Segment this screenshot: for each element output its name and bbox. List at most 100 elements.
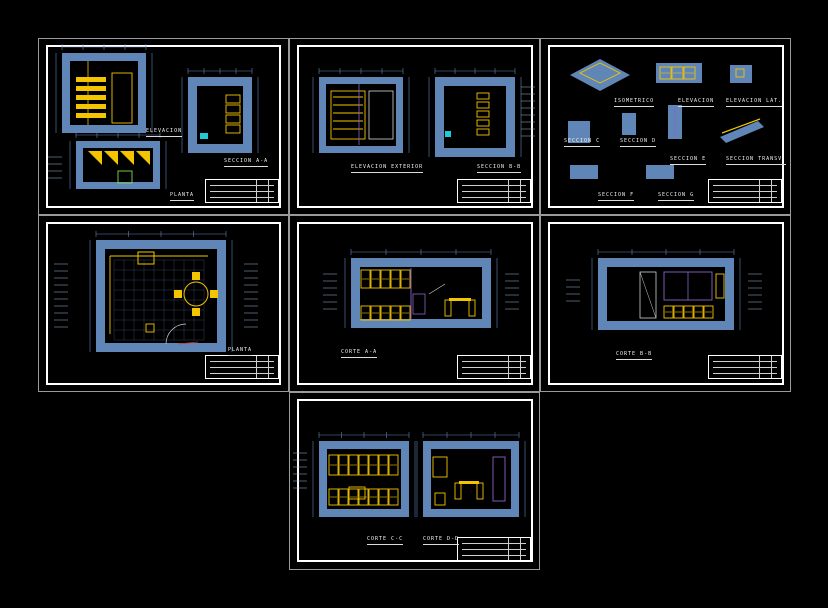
title-block [205, 355, 279, 379]
cabinet [111, 72, 133, 124]
isometric-frame [578, 62, 622, 84]
sink [117, 170, 133, 184]
cabinet [370, 305, 381, 321]
cabinet [434, 492, 446, 506]
drawing-label: ELEVACION [678, 98, 715, 104]
cabinet [378, 454, 389, 476]
cabinet [360, 305, 371, 321]
drawing-label: SECCION TRANSV. [726, 156, 787, 162]
cabinet [390, 305, 401, 321]
wall-outline [188, 77, 252, 153]
wall-outline [598, 258, 734, 330]
chair [454, 482, 462, 500]
cabinet [328, 488, 339, 506]
cabinet [328, 454, 339, 476]
cabinet [693, 305, 704, 319]
drawer [476, 92, 490, 100]
layout-cell [289, 38, 540, 215]
title-block [205, 179, 279, 203]
cabinet [671, 66, 684, 80]
drawing-label: SECCION A-A [224, 158, 269, 164]
cabinet [360, 269, 371, 289]
drawer [225, 104, 241, 114]
chair [476, 482, 484, 500]
drawing-sheet-4[interactable]: PLANTA [46, 222, 281, 385]
door [368, 90, 394, 140]
drawing-label: CORTE B-B [616, 351, 653, 357]
cabinet [400, 305, 411, 321]
label-underline [670, 164, 706, 165]
cabinet [338, 488, 349, 506]
cabinet [358, 488, 369, 506]
drawer [225, 124, 241, 134]
sheet-drawing [48, 44, 259, 189]
cabinet [368, 454, 379, 476]
label-underline [620, 146, 656, 147]
shelf [76, 95, 106, 100]
cabinet [673, 305, 684, 319]
drawing-label: SECCION B-B [477, 164, 522, 170]
label-underline [423, 544, 459, 545]
cabinet [368, 488, 379, 506]
wall-outline [423, 441, 519, 517]
counter-section [104, 151, 118, 165]
label-underline [726, 106, 782, 107]
drawing-label: PLANTA [228, 347, 253, 353]
sheet-drawing [566, 249, 762, 330]
sink [145, 323, 155, 333]
cabinet [358, 454, 369, 476]
door [412, 293, 426, 315]
chair [192, 308, 200, 316]
detail-block [568, 121, 590, 143]
drawer [225, 94, 241, 104]
cabinet [715, 273, 725, 299]
door [492, 456, 506, 502]
sheet-drawing [323, 249, 519, 328]
drawing-sheet-5[interactable]: CORTE A-A [297, 222, 533, 385]
cabinet [380, 269, 391, 289]
layout-cell [38, 215, 289, 392]
label-underline [726, 164, 786, 165]
table-top [459, 481, 479, 484]
cabinet [400, 269, 411, 289]
drawing-label: ELEVACION EXTERIOR [351, 164, 424, 170]
wall-outline [76, 141, 160, 189]
wall-outline [62, 53, 146, 133]
label-underline [678, 106, 714, 107]
shelf [76, 113, 106, 118]
stove [137, 251, 155, 265]
label-underline [170, 200, 194, 201]
counter-section [136, 151, 150, 165]
layout-cell [289, 392, 540, 570]
label-underline [146, 136, 182, 137]
cabinet [390, 269, 401, 289]
label-underline [658, 200, 694, 201]
sheet-drawing [293, 432, 526, 517]
drawing-sheet-6[interactable]: CORTE B-B [548, 222, 784, 385]
cabinet [659, 66, 672, 80]
table-top [449, 298, 471, 301]
layout-cell [38, 38, 289, 215]
label-underline [616, 359, 652, 360]
drawing-label: ISOMETRICO [614, 98, 655, 104]
detail-block [730, 65, 752, 83]
title-block [457, 179, 531, 203]
title-block [457, 355, 531, 379]
isometric-block [570, 59, 630, 91]
cabinet [388, 454, 399, 476]
detail-block [570, 165, 598, 179]
drawer [476, 101, 490, 109]
drawing-label: ELEVACION [146, 128, 183, 134]
drawing-sheet-2[interactable]: ELEVACION EXTERIOR SECCION B-B [297, 45, 535, 208]
cabinet [683, 305, 694, 319]
door-swing [165, 323, 187, 345]
label-underline [477, 172, 521, 173]
drawing-label: SECCION C [564, 138, 601, 144]
drawer [476, 119, 490, 127]
chair [444, 299, 452, 317]
label-underline [228, 355, 252, 356]
